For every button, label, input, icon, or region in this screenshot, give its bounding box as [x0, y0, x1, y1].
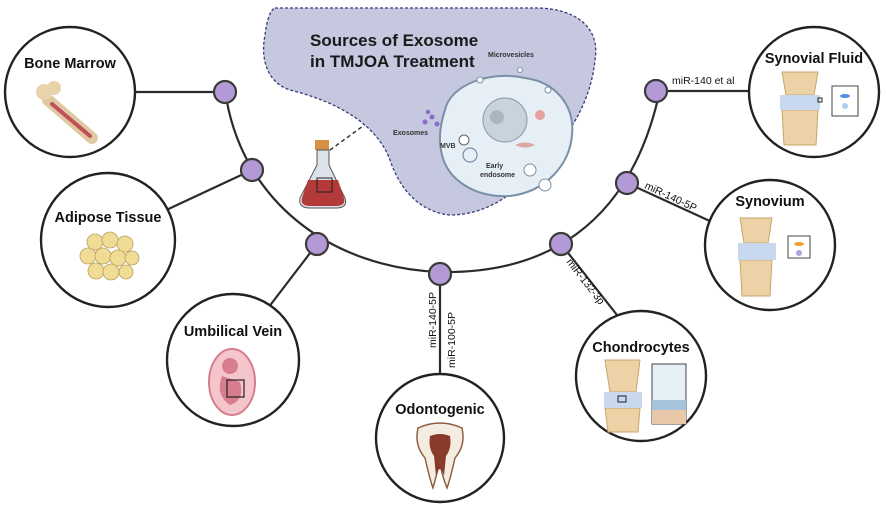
connector-synovium	[626, 182, 713, 223]
mirna-synovial-fluid: miR-140 et al	[672, 75, 734, 87]
connector-chondrocytes	[560, 243, 618, 316]
source-adipose-tissue: Adipose Tissue	[39, 171, 177, 309]
node-adipose	[239, 157, 265, 183]
adipose-tissue-title: Adipose Tissue	[55, 210, 162, 226]
source-umbilical-vein: Umbilical Vein	[165, 292, 301, 428]
chondrocytes-title: Chondrocytes	[592, 340, 690, 356]
mirna-odontogenic-2: miR-100-5P	[446, 312, 458, 368]
node-synovium	[614, 170, 640, 196]
exosomes-label: Exosomes	[393, 130, 428, 137]
bone-icon	[36, 81, 98, 144]
synovial-fluid-title: Synovial Fluid	[765, 51, 863, 67]
tooth-icon	[416, 422, 464, 491]
mirna-odontogenic-1: miR-140-5P	[427, 292, 439, 348]
early-endosome-label-1: Early	[486, 163, 503, 170]
synovium-title: Synovium	[735, 194, 804, 210]
mvb-label: MVB	[440, 143, 456, 150]
flask-icon	[299, 140, 347, 209]
odontogenic-title: Odontogenic	[395, 402, 484, 418]
source-synovium: Synovium	[703, 178, 837, 312]
connector-umbilical	[264, 243, 318, 313]
microvesicles-label: Microvesicles	[488, 52, 534, 59]
fat-cells-icon	[79, 231, 140, 281]
node-odontogenic	[427, 261, 453, 287]
joint-icon	[738, 217, 811, 297]
umbilical-vein-title: Umbilical Vein	[184, 324, 282, 340]
fetus-icon	[208, 348, 256, 416]
source-chondrocytes: Chondrocytes	[574, 309, 708, 443]
joint-icon	[780, 71, 859, 146]
source-bone-marrow: Bone Marrow	[3, 25, 137, 159]
mirna-synovium: miR-140-5P	[643, 180, 699, 215]
branch-nodes	[212, 78, 669, 287]
source-synovial-fluid: Synovial Fluid	[747, 25, 881, 159]
early-endosome-label-2: endosome	[480, 172, 515, 179]
node-chondrocytes	[548, 231, 574, 257]
panel-title-line1: Sources of Exosome	[310, 31, 478, 50]
connector-adipose	[161, 169, 253, 213]
bone-marrow-title: Bone Marrow	[24, 56, 117, 72]
panel-title-line2: in TMJOA Treatment	[310, 52, 475, 71]
mirna-chondrocytes: miR-132-3p	[564, 256, 607, 307]
node-bone-marrow	[212, 79, 238, 105]
node-umbilical	[304, 231, 330, 257]
source-odontogenic: Odontogenic	[374, 372, 506, 504]
connectors	[135, 89, 750, 378]
cell-illustration: Microvesicles Exosomes MVB Early endosom…	[393, 52, 574, 198]
node-synovial-fluid	[643, 78, 669, 104]
joint-icon	[604, 359, 687, 433]
